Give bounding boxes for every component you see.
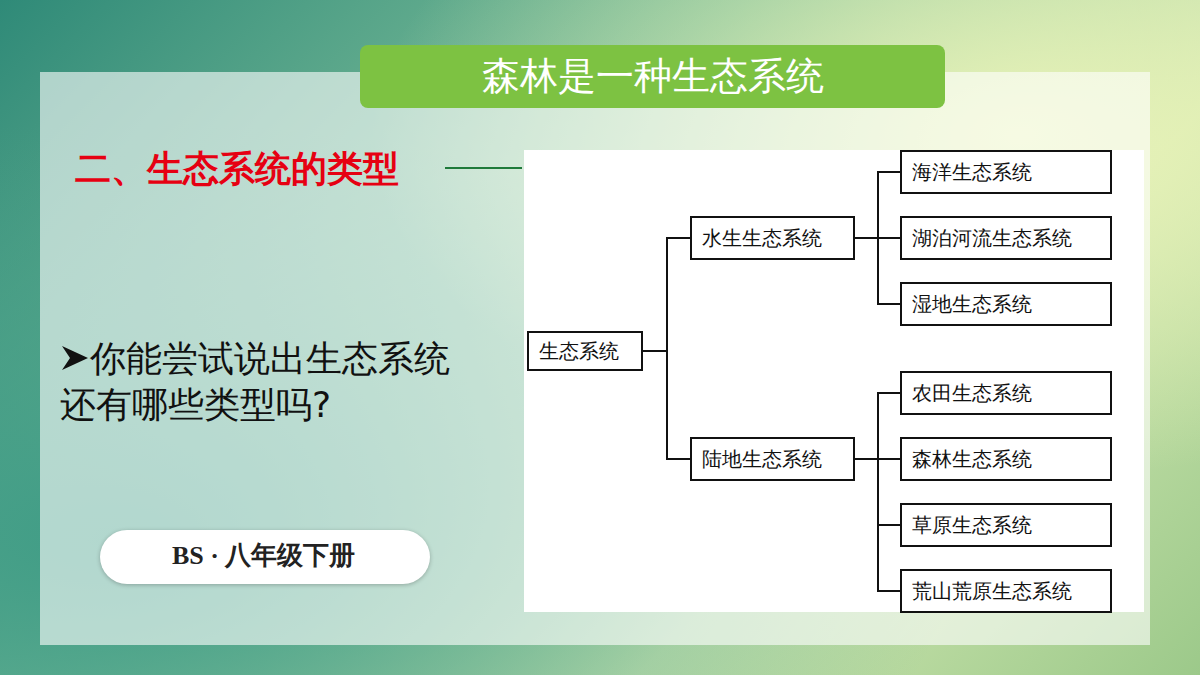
category-box: 草原生态系统 — [900, 503, 1112, 547]
bracket-connector — [855, 172, 900, 238]
category-box: 湿地生态系统 — [900, 282, 1112, 326]
box-label: 湿地生态系统 — [912, 291, 1032, 318]
grade-badge-text: BS · 八年级下册 — [172, 538, 355, 573]
title-text: 森林是一种生态系统 — [482, 51, 824, 102]
category-box: 森林生态系统 — [900, 437, 1112, 481]
category-box: 海洋生态系统 — [900, 150, 1112, 194]
box-label: 草原生态系统 — [912, 512, 1032, 539]
category-box: 荒山荒原生态系统 — [900, 569, 1112, 613]
box-label: 湖泊河流生态系统 — [912, 225, 1072, 252]
category-box: 湖泊河流生态系统 — [900, 216, 1112, 260]
box-label: 海洋生态系统 — [912, 159, 1032, 186]
category-box: 农田生态系统 — [900, 371, 1112, 415]
bracket-connector — [855, 238, 900, 304]
box-label: 农田生态系统 — [912, 380, 1032, 407]
bracket-connector — [643, 238, 690, 351]
box-label: 森林生态系统 — [912, 446, 1032, 473]
root-box: 生态系统 — [527, 331, 643, 371]
box-label: 荒山荒原生态系统 — [912, 578, 1072, 605]
category-box: 陆地生态系统 — [690, 437, 855, 481]
bracket-connector — [643, 351, 690, 459]
heading-rule — [445, 167, 522, 169]
title-bar: 森林是一种生态系统 — [360, 45, 945, 108]
question-text: 你能尝试说出生态系统还有哪些类型吗? — [60, 336, 480, 428]
section-heading: 二、生态系统的类型 — [75, 145, 399, 194]
bullet-arrow — [62, 346, 88, 370]
bracket-connector — [855, 459, 900, 591]
box-label: 生态系统 — [539, 338, 619, 365]
box-label: 陆地生态系统 — [702, 446, 822, 473]
category-box: 水生生态系统 — [690, 216, 855, 260]
bracket-connector — [855, 393, 900, 459]
box-label: 水生生态系统 — [702, 225, 822, 252]
